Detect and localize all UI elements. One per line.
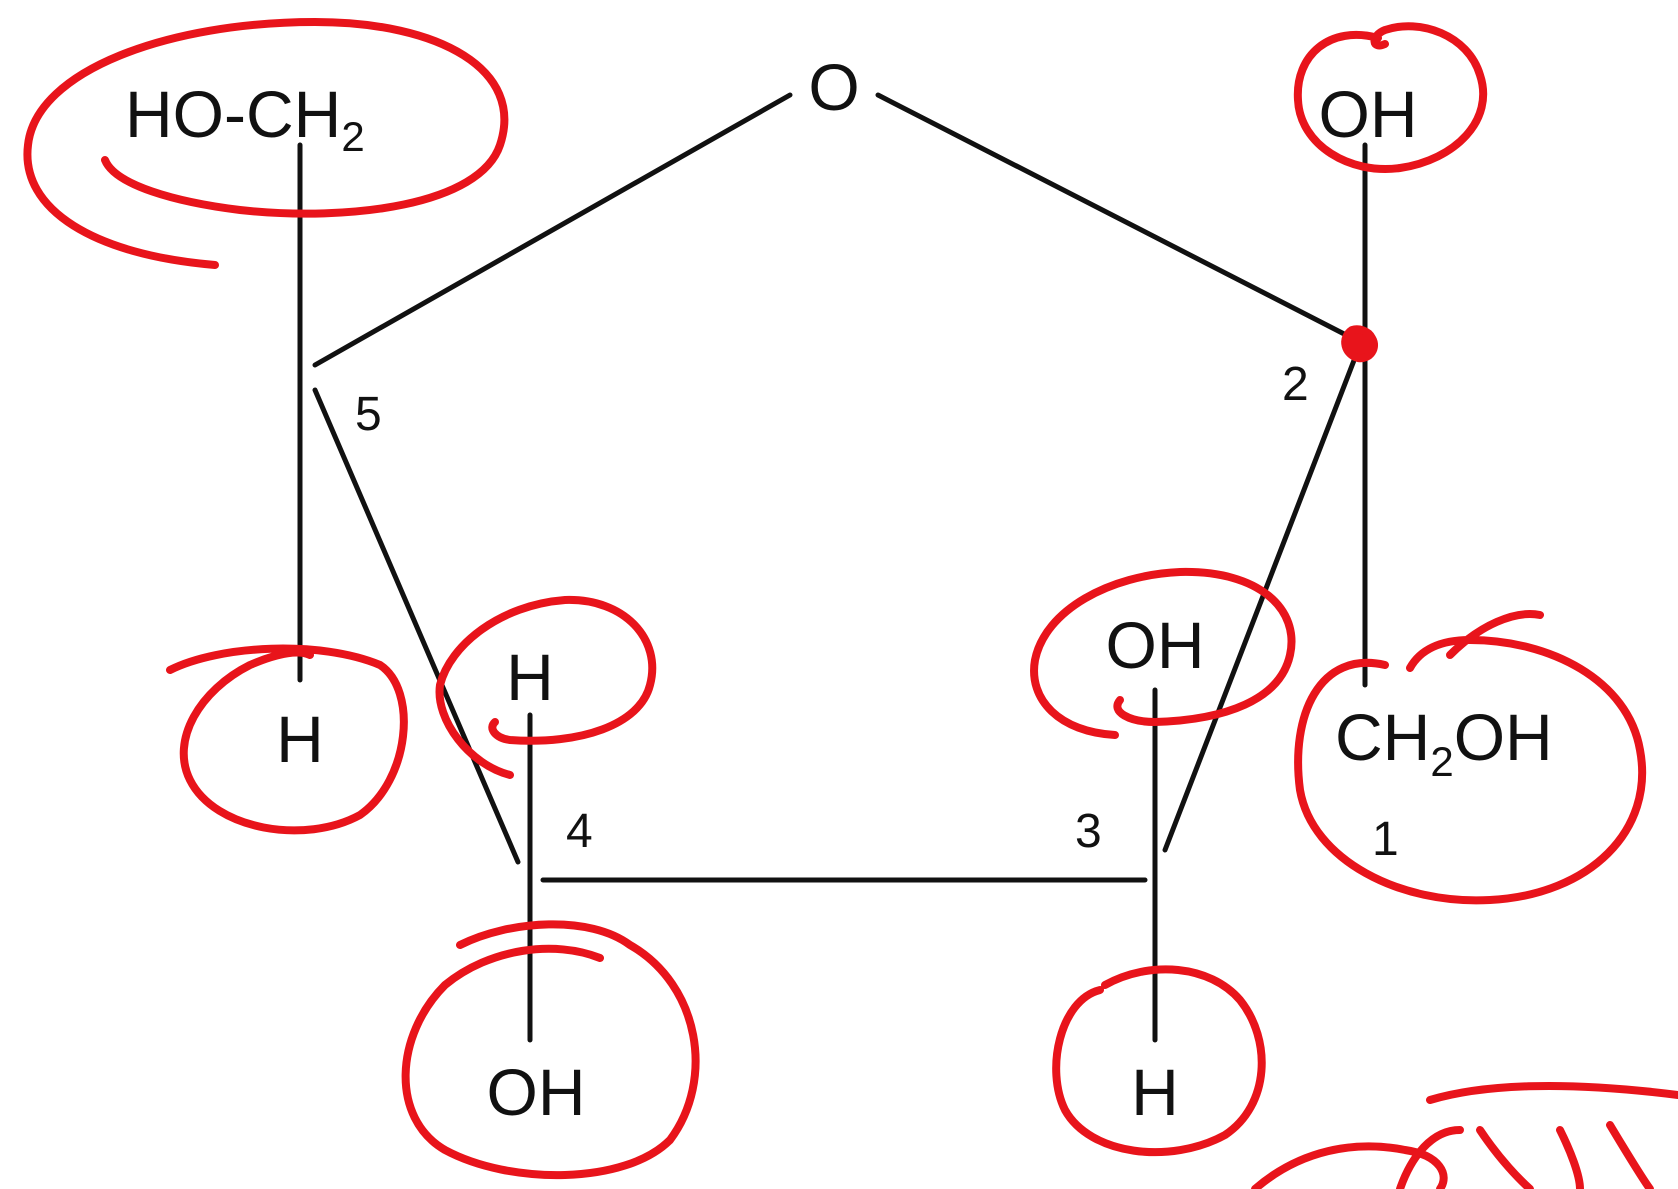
c1-group-label: CH2OH bbox=[1335, 700, 1553, 785]
c4-bottom-oh-label: OH bbox=[487, 1055, 586, 1129]
c4-top-h-label: H bbox=[506, 640, 554, 714]
carbon-number-5: 5 bbox=[355, 388, 382, 441]
atom-labels: O HO-CH2 OH H H OH CH2OH OH H bbox=[125, 50, 1553, 1129]
c2-top-oh-label: OH bbox=[1319, 77, 1418, 151]
circle-c5-top-group bbox=[23, 18, 509, 269]
c5-top-main: HO-CH bbox=[125, 77, 341, 151]
carbon-number-3: 3 bbox=[1075, 805, 1102, 858]
carbon-number-1: 1 bbox=[1372, 813, 1399, 866]
c1-group-tail: OH bbox=[1454, 700, 1553, 774]
ring-oxygen-label: O bbox=[808, 50, 859, 124]
bond-c4-c5 bbox=[312, 387, 521, 865]
circle-c4-top-h bbox=[435, 595, 657, 779]
dot-c2 bbox=[1341, 325, 1379, 363]
carbon-number-2: 2 bbox=[1282, 358, 1309, 411]
circle-c2-top-oh bbox=[1293, 22, 1488, 173]
circle-c5-bottom-h bbox=[166, 644, 408, 835]
c1-group-sub: 2 bbox=[1430, 738, 1453, 785]
substituent-bonds bbox=[297, 142, 1368, 1043]
carbon-number-4: 4 bbox=[566, 805, 593, 858]
c1-group-main: CH bbox=[1335, 700, 1430, 774]
c3-bottom-h-label: H bbox=[1131, 1055, 1179, 1129]
handwritten-annotations bbox=[23, 18, 1678, 1189]
circle-c4-bottom-oh bbox=[401, 920, 700, 1180]
carbon-numbers: 5 2 4 3 1 bbox=[355, 358, 1399, 866]
ring-bonds bbox=[312, 92, 1361, 883]
c5-top-group-label: HO-CH2 bbox=[125, 77, 365, 160]
circle-c3-bottom-h bbox=[1052, 965, 1266, 1157]
c5-bottom-h-label: H bbox=[276, 702, 324, 776]
bond-c5-o bbox=[312, 92, 793, 368]
c5-top-sub: 2 bbox=[341, 113, 364, 160]
circle-c1-ch2oh bbox=[1294, 610, 1647, 905]
circle-c3-top-oh bbox=[1030, 567, 1296, 739]
c3-top-oh-label: OH bbox=[1106, 608, 1205, 682]
handwritten-script-bottom-right bbox=[1251, 1081, 1678, 1189]
bond-o-c2 bbox=[875, 92, 1355, 341]
bond-c2-c3 bbox=[1162, 347, 1361, 853]
